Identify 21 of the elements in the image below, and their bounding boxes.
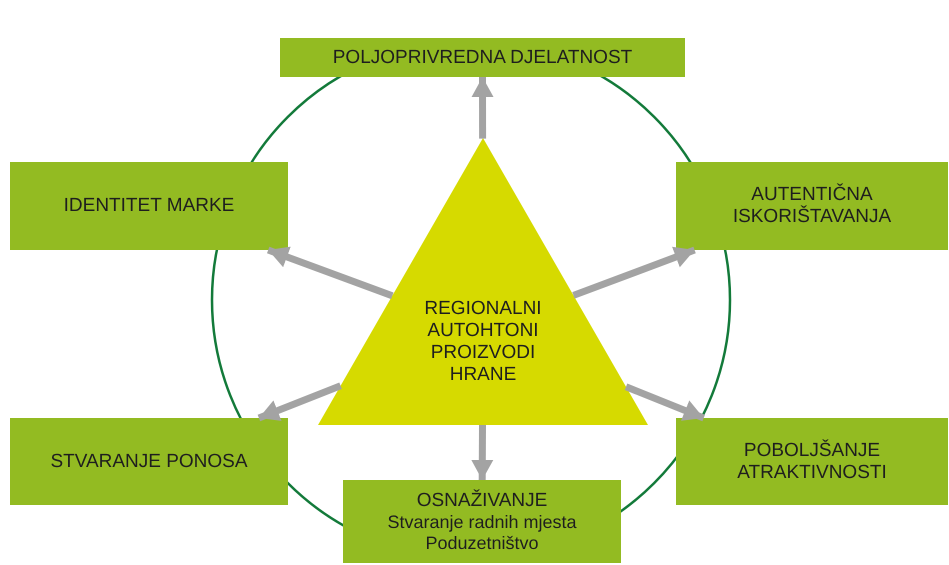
node-label: POLJOPRIVREDNA DJELATNOST bbox=[332, 46, 632, 68]
process-box bbox=[343, 480, 621, 563]
process-box bbox=[10, 418, 288, 505]
arrow bbox=[572, 246, 696, 299]
arrow bbox=[266, 246, 394, 300]
triangle-node bbox=[318, 138, 648, 425]
process-box bbox=[10, 162, 288, 250]
node-label: AUTENTIČNA ISKORIŠTAVANJA bbox=[732, 184, 892, 228]
process-box bbox=[676, 418, 948, 505]
process-box bbox=[676, 162, 948, 250]
arrow bbox=[472, 77, 494, 139]
node-label: IDENTITET MARKE bbox=[64, 195, 234, 217]
node-label: POBOLJŠANJE ATRAKTIVNOSTI bbox=[736, 440, 888, 484]
arrow bbox=[471, 424, 494, 480]
process-box bbox=[280, 38, 685, 77]
arrow bbox=[624, 384, 705, 422]
node-label: OSNAŽIVANJE bbox=[416, 490, 548, 512]
node-label: REGIONALNI AUTOHTONI PROIZVODI HRANE bbox=[423, 298, 543, 386]
node-label: STVARANJE PONOSA bbox=[50, 450, 248, 472]
node-subtext: Stvaranje radnih mjesta Poduzetništvo bbox=[386, 512, 578, 554]
arrow bbox=[258, 382, 342, 422]
